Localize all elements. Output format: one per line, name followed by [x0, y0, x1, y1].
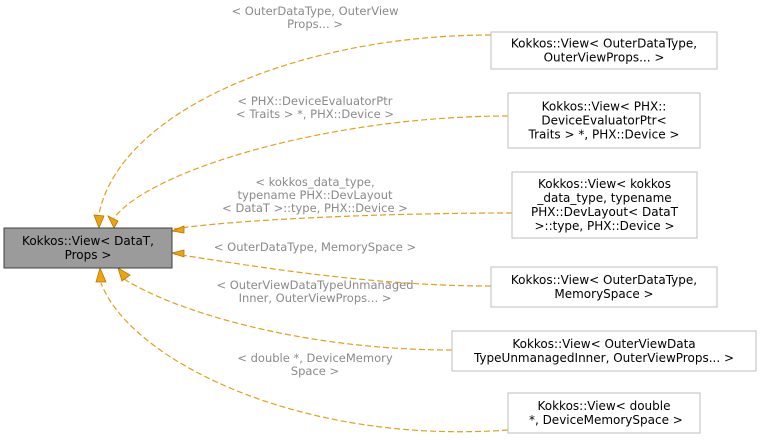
edge-label-line: Space >: [291, 364, 339, 378]
node-label-line: DeviceEvaluatorPtr<: [541, 114, 666, 128]
derived-class-node-box: [490, 266, 718, 308]
derived-class-node-box: [451, 330, 757, 372]
derived-class-node[interactable]: Kokkos::View< PHX::DeviceEvaluatorPtr<Tr…: [507, 92, 701, 149]
inheritance-edge: [173, 212, 513, 230]
edge-label-line: < OuterDataType, OuterView: [231, 4, 398, 18]
node-label-line: OuterViewProps... >: [544, 51, 665, 65]
edge-label-line: < Traits > *, PHX::Device >: [236, 107, 394, 121]
edge-label-line: < kokkos_data_type,: [255, 175, 374, 189]
edge-label-line: Inner, OuterViewProps... >: [239, 291, 392, 305]
derived-class-node-box: [490, 31, 718, 70]
main-class-node-label: Kokkos::View< DataT,Props >: [22, 234, 154, 262]
edge-label-line: Props... >: [287, 17, 343, 31]
node-label-line: Kokkos::View< PHX::: [542, 100, 667, 114]
node-label-line: >::type, PHX::Device >: [534, 219, 674, 233]
derived-class-node-label: Kokkos::View< OuterDataType,MemorySpace …: [511, 273, 697, 301]
derived-class-node-box: [507, 92, 701, 149]
node-label-line: Kokkos::View< DataT,: [22, 234, 154, 248]
main-class-node-box: [3, 227, 173, 269]
inheritance-edge: [113, 115, 509, 219]
derived-class-node-box: [511, 171, 698, 239]
derived-class-node-label: Kokkos::View< PHX::DeviceEvaluatorPtr<Tr…: [528, 100, 680, 142]
node-label-line: *, DeviceMemorySpace >: [525, 413, 683, 427]
derived-class-node[interactable]: Kokkos::View< double *, DeviceMemorySpac…: [507, 392, 701, 434]
node-label-line: Kokkos::View< OuterDataType,: [511, 273, 697, 287]
arrowhead-icon: [117, 267, 131, 282]
node-label-line: Kokkos::View< OuterViewData: [512, 337, 695, 351]
node-label-line: MemorySpace >: [554, 287, 653, 301]
arrowhead-icon: [170, 225, 185, 234]
node-label-line: TypeUnmanagedInner, OuterViewProps... >: [473, 351, 734, 365]
edge-label-line: < OuterViewDataTypeUnmanaged: [216, 278, 413, 292]
arrowhead-icon: [170, 249, 185, 258]
main-class-node[interactable]: Kokkos::View< DataT,Props >: [3, 227, 173, 269]
inheritance-edge: [120, 276, 453, 351]
derived-class-node[interactable]: Kokkos::View< kokkos_data_type, typename…: [511, 171, 698, 239]
node-label-line: Props >: [65, 248, 112, 262]
arrowhead-icon: [93, 214, 105, 230]
inheritance-edge: [98, 34, 492, 215]
derived-class-node-label: Kokkos::View< OuterDataType,OuterViewPro…: [511, 37, 697, 65]
edge-label-line: < PHX::DeviceEvaluatorPtr: [238, 94, 393, 108]
derived-class-node-label: Kokkos::View< double *, DeviceMemorySpac…: [525, 399, 683, 427]
arrowhead-icon: [107, 215, 119, 229]
edge-label: < PHX::DeviceEvaluatorPtr< Traits > *, P…: [236, 94, 394, 121]
node-label-line: _data_type, typename: [536, 191, 671, 205]
node-label-line: Kokkos::View< double: [537, 399, 670, 413]
edge-label-line: < DataT >::type, PHX::Device >: [222, 201, 408, 215]
edge-label-line: typename PHX::DevLayout: [238, 188, 393, 202]
derived-class-node[interactable]: Kokkos::View< OuterDataType,MemorySpace …: [490, 266, 718, 308]
derived-class-node[interactable]: Kokkos::View< OuterDataType,OuterViewPro…: [490, 31, 718, 70]
derived-class-node-box: [507, 392, 701, 434]
node-label-line: Traits > *, PHX::Device >: [528, 128, 680, 142]
derived-class-node-label: Kokkos::View< kokkos_data_type, typename…: [531, 177, 679, 233]
node-label-line: PHX::DevLayout< DataT: [531, 205, 679, 219]
inheritance-edge: [100, 282, 509, 433]
edge-label: < kokkos_data_type,typename PHX::DevLayo…: [222, 175, 408, 215]
node-label-line: Kokkos::View< kokkos: [538, 177, 671, 191]
edge-label-line: < OuterDataType, MemorySpace >: [214, 240, 416, 254]
inheritance-edge: [173, 253, 492, 287]
edge-label-line: < double *, DeviceMemory: [237, 351, 392, 365]
node-label-line: Kokkos::View< OuterDataType,: [511, 37, 697, 51]
arrowhead-icon: [95, 266, 107, 283]
edge-label: < OuterDataType, MemorySpace >: [214, 240, 416, 254]
